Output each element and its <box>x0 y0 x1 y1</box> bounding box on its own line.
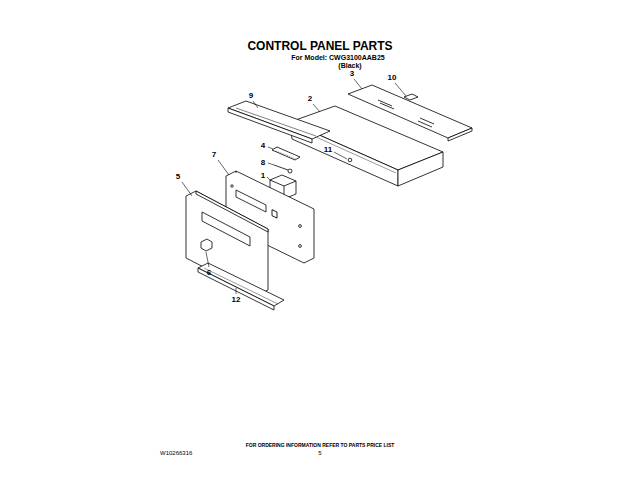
callout-number: 6 <box>207 269 211 278</box>
leader-lines <box>182 79 406 294</box>
callout-number: 7 <box>212 151 216 160</box>
callout-number: 10 <box>388 74 397 83</box>
callout-number: 1 <box>261 172 265 181</box>
callout-number: 3 <box>350 70 354 79</box>
model-number: For Model: CWG3100AAB25 <box>291 54 384 62</box>
diagram-title: CONTROL PANEL PARTS <box>247 40 392 53</box>
page-number: 5 <box>318 450 321 457</box>
callout-number: 8 <box>261 159 265 168</box>
callout-number: 2 <box>308 95 312 104</box>
footer-note: FOR ORDERING INFORMATION REFER TO PARTS … <box>246 443 395 449</box>
callout-number: 9 <box>249 92 253 101</box>
callout-number: 4 <box>261 142 265 151</box>
callout-number: 11 <box>324 146 332 155</box>
document-number: W10266316 <box>160 450 192 457</box>
callout-number: 5 <box>176 173 180 182</box>
callout-number: 12 <box>232 296 241 305</box>
